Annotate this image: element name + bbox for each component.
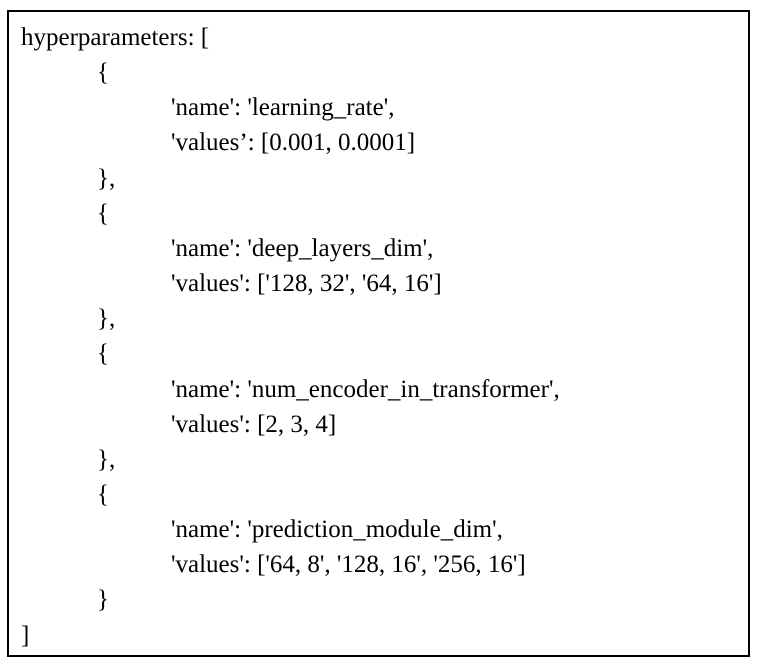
- code-line: },: [97, 446, 116, 473]
- code-line: },: [97, 165, 116, 192]
- code-line: {: [97, 59, 109, 86]
- code-line: {: [97, 481, 109, 508]
- code-line: {: [97, 340, 109, 367]
- code-line: 'values’: [0.001, 0.0001]: [171, 129, 416, 156]
- code-line: }: [97, 586, 109, 613]
- code-box: hyperparameters: [ { 'name': 'learning_rat…: [7, 10, 750, 657]
- code-line: hyperparameters: [: [21, 24, 210, 51]
- code-line: {: [97, 200, 109, 227]
- code-line: 'name': 'num_encoder_in_transformer',: [171, 376, 560, 403]
- code-line: 'values': ['64, 8', '128, 16', '256, 16'…: [171, 551, 526, 578]
- code-line: 'name': 'prediction_module_dim',: [171, 516, 503, 543]
- code-line: 'name': 'learning_rate',: [171, 94, 395, 121]
- code-line: ]: [21, 622, 30, 649]
- code-line: 'values': ['128, 32', '64, 16']: [171, 270, 442, 297]
- code-line: 'name': 'deep_layers_dim',: [171, 235, 434, 262]
- code-line: },: [97, 305, 116, 332]
- code-line: 'values': [2, 3, 4]: [171, 411, 337, 438]
